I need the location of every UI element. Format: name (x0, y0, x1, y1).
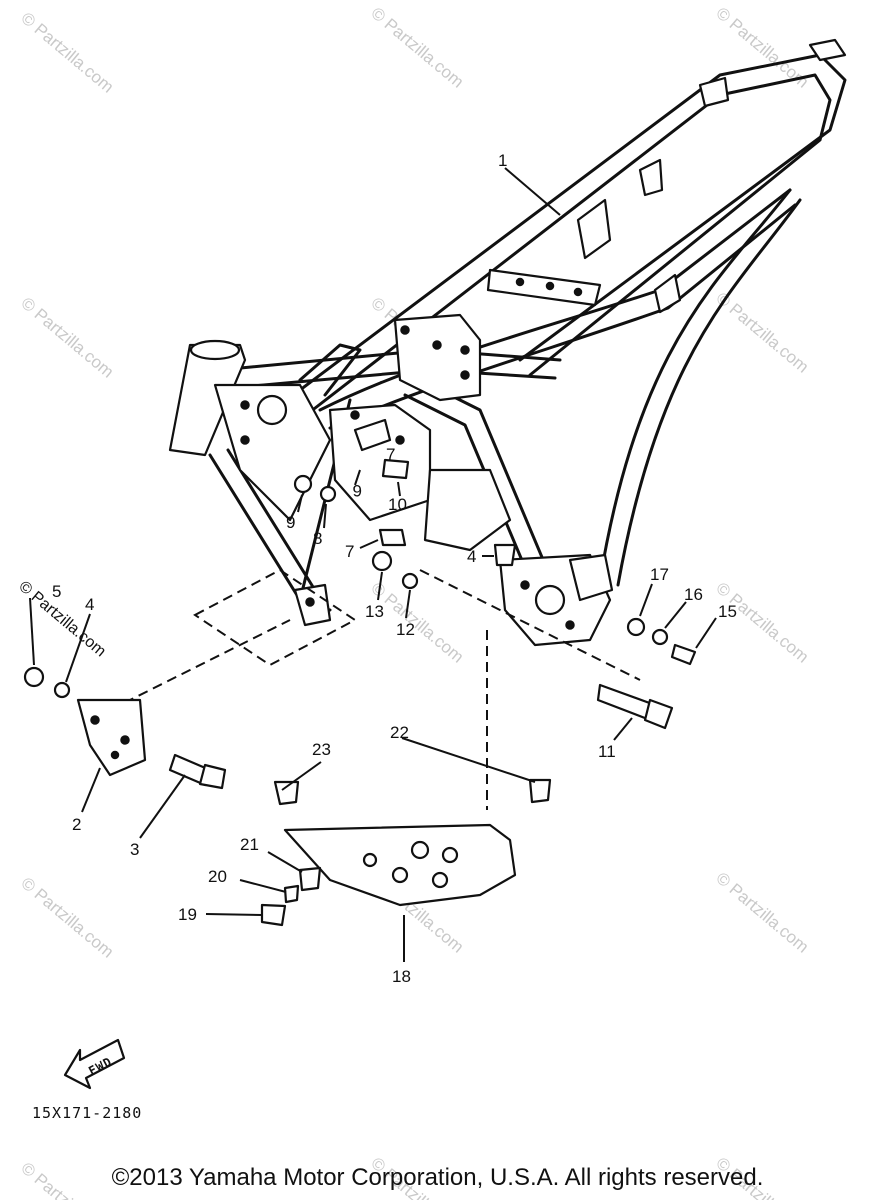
part-label-3: 3 (130, 840, 139, 859)
part-label-13: 13 (365, 602, 384, 621)
part-label-20: 20 (208, 867, 227, 886)
part-label-7: 7 (386, 445, 395, 464)
part-label-18: 18 (392, 967, 411, 986)
copyright-notice: ©2013 Yamaha Motor Corporation, U.S.A. A… (111, 1164, 764, 1191)
part-label-7: 7 (345, 542, 354, 561)
part-label-10: 10 (388, 495, 407, 514)
part-label-8: 8 (313, 529, 322, 548)
watermark: © Partzilla.com (17, 294, 117, 382)
watermark: © Partzilla.com (712, 579, 812, 667)
part-label-6: 6 (353, 481, 362, 500)
watermark: © Partzilla.com (712, 869, 812, 957)
diagram-code: 15X171-2180 (32, 1104, 142, 1122)
engine-mount-bracket (23, 666, 227, 790)
part-label-9: 9 (286, 513, 295, 532)
main-frame (168, 38, 847, 647)
watermark: © Partzilla.com (367, 4, 467, 92)
watermark: © Partzilla.com (17, 9, 117, 97)
assembly-lines (109, 568, 641, 810)
frame-fasteners (293, 418, 697, 730)
part-label-16: 16 (684, 585, 703, 604)
part-label-17: 17 (650, 565, 669, 584)
part-label-21: 21 (240, 835, 259, 854)
skid-plate (260, 778, 552, 927)
part-label-4: 4 (467, 547, 476, 566)
part-label-15: 15 (718, 602, 737, 621)
part-label-2: 2 (72, 815, 81, 834)
part-labels: 1 2 3 4 4 5 6 7 7 8 9 10 11 12 13 15 16 … (52, 151, 737, 986)
part-label-4: 4 (85, 595, 94, 614)
part-label-19: 19 (178, 905, 197, 924)
part-label-22: 22 (390, 723, 409, 742)
part-label-5: 5 (52, 582, 61, 601)
watermark: © Partzilla.com (17, 874, 117, 962)
part-label-11: 11 (598, 742, 616, 761)
side-watermark: © Partzilla.com (15, 578, 109, 660)
watermark: © Partzilla.com (712, 289, 812, 377)
part-label-23: 23 (312, 740, 331, 759)
watermark: © Partzilla.com (367, 579, 467, 667)
part-label-1: 1 (498, 151, 507, 170)
front-direction-arrow: FWD (63, 1038, 126, 1090)
leader-lines (29, 167, 717, 962)
part-label-12: 12 (396, 620, 415, 639)
